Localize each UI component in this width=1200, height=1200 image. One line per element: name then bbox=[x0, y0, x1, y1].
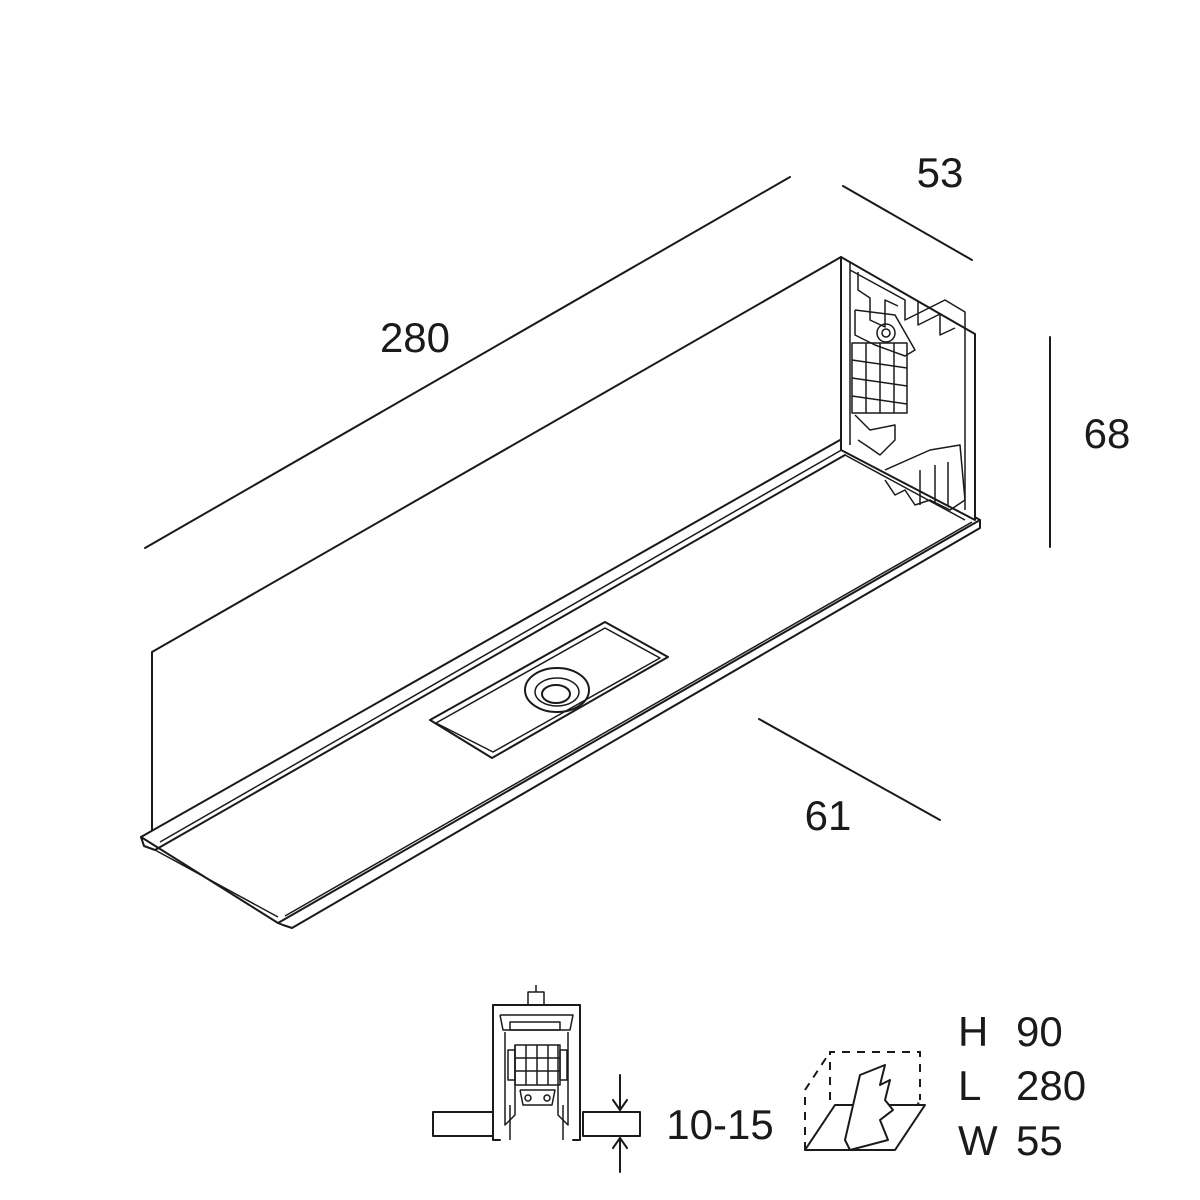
width-label: 61 bbox=[805, 792, 852, 839]
cutout-dimensions: H 90 L 280 W 55 bbox=[958, 1008, 1086, 1164]
luminaire-body bbox=[140, 256, 981, 929]
cutout-w-label: W bbox=[958, 1117, 998, 1164]
depth-dimension-line bbox=[842, 185, 973, 261]
trim-flange-inner-right bbox=[284, 521, 973, 917]
dimension-lines bbox=[144, 176, 1051, 821]
sensor-plate bbox=[429, 621, 669, 759]
trim-edge-left bbox=[154, 849, 279, 918]
ceiling-thickness-label: 10-15 bbox=[666, 1101, 773, 1148]
height-label: 68 bbox=[1084, 410, 1131, 457]
cutout-icon bbox=[804, 1051, 926, 1151]
trim-edge-right bbox=[844, 454, 966, 521]
trim-flange-front bbox=[140, 454, 846, 851]
cutout-h-label: H bbox=[958, 1008, 988, 1055]
thickness-arrows bbox=[612, 1074, 628, 1173]
trim-flange-right bbox=[277, 519, 981, 929]
cutout-l-value: 280 bbox=[1016, 1062, 1086, 1109]
depth-label: 53 bbox=[917, 149, 964, 196]
cutout-h-value: 90 bbox=[1016, 1008, 1063, 1055]
end-cap-profile bbox=[849, 262, 966, 511]
sensor-module bbox=[429, 621, 669, 759]
trim-flange-inner-front bbox=[159, 447, 846, 843]
length-label: 280 bbox=[380, 314, 450, 361]
section-detail bbox=[432, 985, 641, 1173]
ceiling-board-left bbox=[432, 1111, 494, 1137]
cutout-l-label: L bbox=[958, 1062, 981, 1109]
length-dimension-line bbox=[144, 176, 791, 549]
mounting-screw-icon bbox=[876, 323, 896, 343]
cutout-w-value: 55 bbox=[1016, 1117, 1063, 1164]
width-dimension-line bbox=[758, 718, 941, 821]
sensor-lens-icon bbox=[524, 667, 590, 713]
ceiling-board-right bbox=[582, 1111, 641, 1137]
